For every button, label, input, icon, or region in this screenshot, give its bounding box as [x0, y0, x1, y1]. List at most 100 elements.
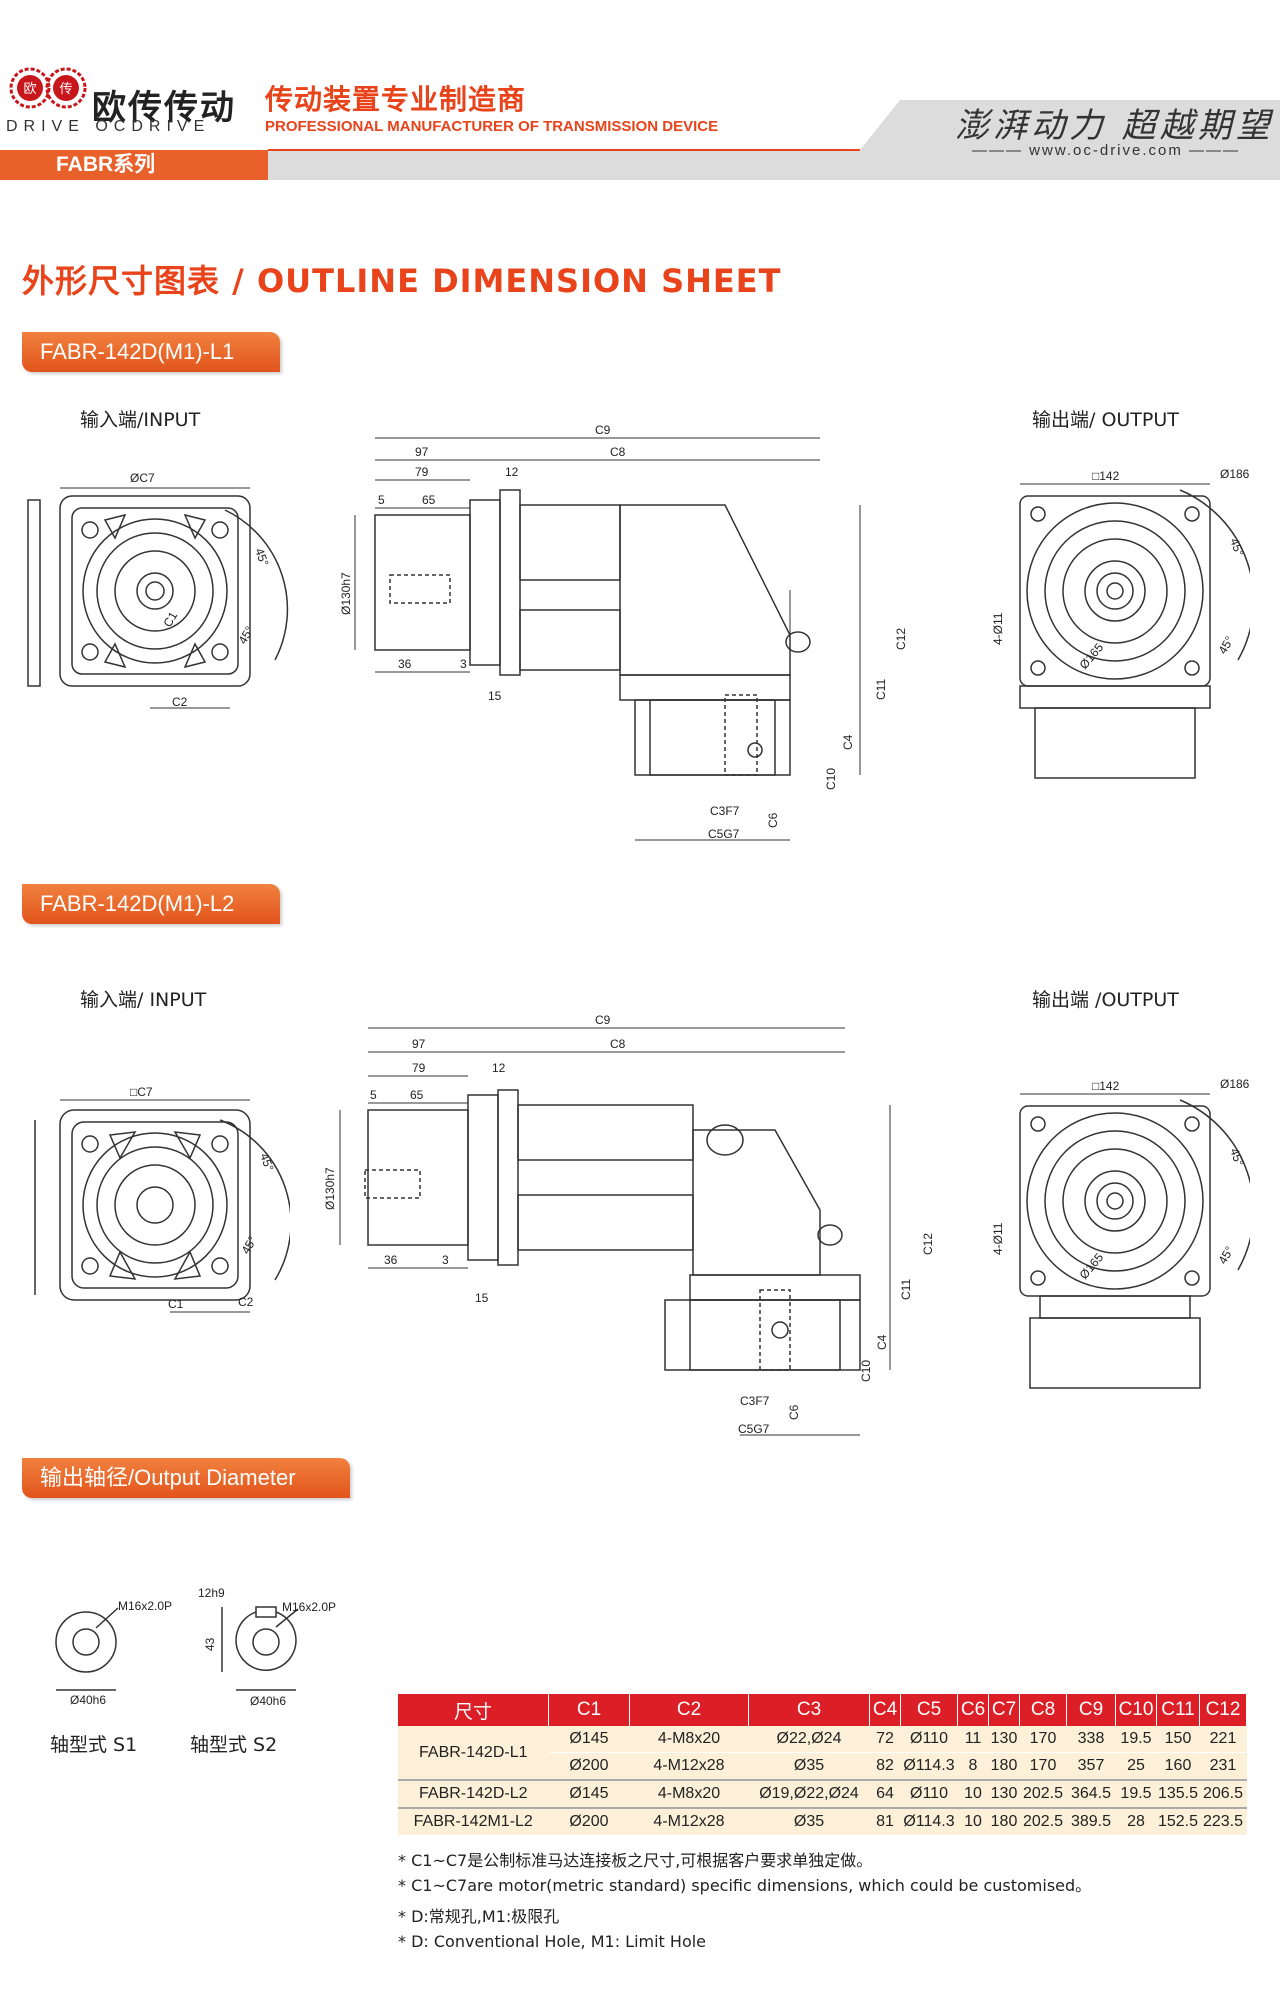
table-cell: 338	[1066, 1726, 1116, 1753]
note-line: * D: Conventional Hole, M1: Limit Hole	[398, 1932, 707, 1951]
table-row: FABR-142D-L1 Ø145 4-M8x20 Ø22,Ø24 72 Ø11…	[398, 1726, 1247, 1781]
table-cell: 4-M8x20	[629, 1726, 749, 1753]
table-cell: 202.5	[1019, 1780, 1067, 1809]
col-header: C5	[900, 1694, 958, 1726]
col-header: C6	[957, 1694, 989, 1726]
output-end-drawing-l1: □142 Ø186 Ø165 4-Ø11 45° 45°	[991, 467, 1250, 779]
output-diameter-tag: 输出轴径/Output Diameter	[22, 1458, 350, 1498]
dim-c4-l2: C4	[875, 1334, 889, 1350]
website-url: ——— www.oc-drive.com ———	[972, 142, 1241, 159]
dim-c3-l1: C3F7	[710, 804, 740, 818]
col-header: C3	[748, 1694, 870, 1726]
dim-97-l1: 97	[415, 445, 429, 459]
input-end-drawing-l2: □C7 45° 45° C1 C2	[34, 1085, 290, 1313]
svg-text:传: 传	[59, 82, 72, 97]
dim-97-l2: 97	[412, 1037, 426, 1051]
dim-c5-l1: C5G7	[708, 827, 740, 841]
col-header: C10	[1115, 1694, 1157, 1726]
table-cell: Ø35	[748, 1808, 870, 1836]
dim-165-l2: Ø165	[1077, 1250, 1107, 1282]
s1-thread-label: M16x2.0P	[118, 1599, 172, 1613]
shaft-s2-drawing: 12h9 43 M16x2.0P Ø40h6	[198, 1586, 336, 1708]
side-view-drawing-l1: C9 97 C8 79 12 5 65 Ø130h7 36 3 15 C12 C…	[339, 423, 908, 841]
company-motto: 澎湃动力 超越期望	[955, 106, 1274, 146]
table-cell: Ø200	[548, 1808, 630, 1836]
col-header: C7	[988, 1694, 1020, 1726]
dim-c8-l1: C8	[610, 445, 626, 459]
header-banner	[0, 0, 1280, 180]
table-notes: * C1~C7是公制标准马达连接板之尺寸,可根据客户要求单独定做。 * C1~C…	[398, 1848, 1091, 1954]
dim-142-l1: □142	[1092, 469, 1120, 483]
dim-c2-l1: C2	[172, 695, 188, 709]
table-cell: Ø145	[548, 1726, 630, 1753]
angle-a-l2: 45°	[257, 1151, 276, 1173]
dim-186-l2: Ø186	[1220, 1077, 1250, 1091]
dim-3-l1: 3	[460, 657, 467, 671]
dim-4-11-l2: 4-Ø11	[991, 1222, 1005, 1255]
dim-c7-l2: □C7	[130, 1085, 153, 1099]
table-cell: 160	[1156, 1752, 1200, 1781]
table-cell: 19.5	[1115, 1726, 1157, 1753]
angle-c-l1: 45°	[1227, 536, 1246, 558]
dim-c12-l1: C12	[894, 628, 908, 650]
table-cell: 130	[988, 1780, 1020, 1809]
table-cell: 221	[1199, 1726, 1247, 1753]
table-cell: 72	[869, 1726, 901, 1753]
slogan-en: PROFESSIONAL MANUFACTURER OF TRANSMISSIO…	[265, 118, 719, 135]
angle-d-l2: 45°	[1215, 1244, 1236, 1267]
dim-c12-l2: C12	[921, 1233, 935, 1255]
dim-12-l1: 12	[505, 465, 519, 479]
dim-c9-l1: C9	[595, 423, 611, 437]
table-cell: Ø35	[748, 1752, 870, 1781]
input-view-label-l1: 输入端/INPUT	[80, 409, 201, 431]
dim-130-l2: Ø130h7	[323, 1167, 337, 1210]
dim-c2-l2: C2	[238, 1295, 254, 1309]
table-cell: 8	[957, 1752, 989, 1781]
dim-5-l2: 5	[370, 1088, 377, 1102]
table-cell: 130	[988, 1726, 1020, 1753]
dim-36-l2: 36	[384, 1253, 398, 1267]
table-header-row: 尺寸 C1 C2 C3 C4 C5 C6 C7 C8 C9 C10 C11 C1…	[398, 1694, 1247, 1726]
table-cell: Ø22,Ø24	[748, 1726, 870, 1753]
table-row: FABR-142M1-L2 Ø200 4-M12x28 Ø35 81 Ø114.…	[398, 1808, 1247, 1836]
table-cell: Ø110	[900, 1780, 958, 1809]
dim-c7-l1: ØC7	[130, 471, 155, 485]
website-text: www.oc-drive.com	[1029, 142, 1183, 159]
table-cell: 364.5	[1066, 1780, 1116, 1809]
note-line: * C1~C7are motor(metric standard) specif…	[398, 1876, 1092, 1895]
dim-79-l2: 79	[412, 1061, 426, 1075]
dim-c9-l2: C9	[595, 1013, 611, 1027]
dim-c10-l2: C10	[859, 1360, 873, 1382]
table-cell: 223.5	[1199, 1808, 1247, 1836]
dim-c6-l1: C6	[766, 812, 780, 828]
col-header: C11	[1156, 1694, 1200, 1726]
s1-diameter-label: Ø40h6	[70, 1693, 106, 1707]
input-end-drawing-l1: ØC7 45° 45° C1 C2	[27, 471, 289, 709]
dim-c10-l1: C10	[824, 768, 838, 790]
table-cell: FABR-142D-L1	[398, 1726, 549, 1781]
shaft-s2-label: 轴型式 S2	[190, 1734, 278, 1756]
table-cell: 64	[869, 1780, 901, 1809]
dim-c11-l1: C11	[874, 679, 888, 700]
table-cell: 389.5	[1066, 1808, 1116, 1836]
company-logo: 欧 传	[9, 67, 87, 109]
dim-c5-l2: C5G7	[738, 1422, 770, 1436]
dim-65-l1: 65	[422, 493, 436, 507]
output-view-label-l1: 输出端/ OUTPUT	[1032, 409, 1179, 431]
table-cell: 28	[1115, 1808, 1157, 1836]
shaft-s1-label: 轴型式 S1	[50, 1734, 138, 1756]
col-header: C12	[1199, 1694, 1247, 1726]
table-cell: 11	[957, 1726, 989, 1753]
brand-name-en: DRIVE OCDRIVE	[6, 118, 211, 135]
angle-c-l2: 45°	[1227, 1146, 1246, 1168]
dim-c8-l2: C8	[610, 1037, 626, 1051]
table-cell: 152.5	[1156, 1808, 1200, 1836]
dim-4-11-l1: 4-Ø11	[991, 612, 1005, 645]
output-view-label-l2: 输出端 /OUTPUT	[1032, 989, 1179, 1011]
table-row: FABR-142D-L2 Ø145 4-M8x20 Ø19,Ø22,Ø24 64…	[398, 1780, 1247, 1809]
dim-65-l2: 65	[410, 1088, 424, 1102]
col-header: C8	[1019, 1694, 1067, 1726]
dim-186-l1: Ø186	[1220, 467, 1250, 481]
series-badge: FABR系列	[0, 150, 268, 180]
model-tag-l1: FABR-142D(M1)-L1	[22, 332, 280, 372]
